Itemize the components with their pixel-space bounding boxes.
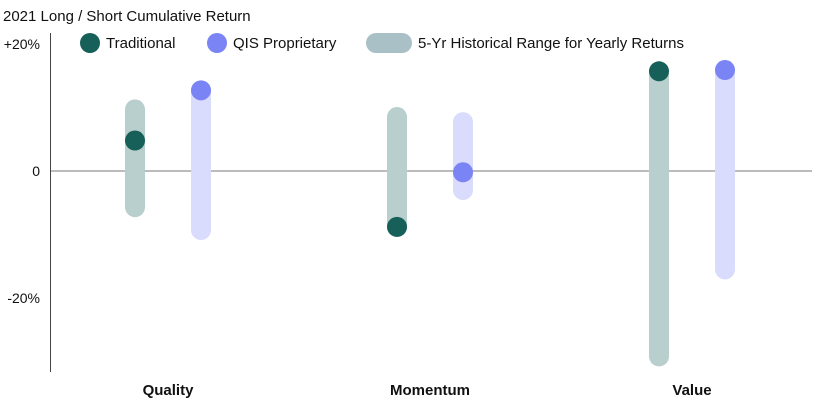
range-bars — [125, 60, 735, 367]
y-tick-label: 0 — [32, 163, 40, 179]
x-tick-label: Momentum — [390, 382, 470, 399]
data-point — [125, 130, 145, 151]
data-point — [191, 80, 211, 101]
x-tick-label: Value — [672, 382, 711, 399]
legend-label-qis: QIS Proprietary — [233, 35, 337, 52]
y-tick-label: -20% — [7, 290, 40, 306]
data-points — [125, 60, 735, 237]
legend-marker-qis — [207, 33, 227, 53]
legend: Traditional QIS Proprietary 5-Yr Historica… — [80, 33, 684, 53]
data-point — [649, 61, 669, 82]
y-tick-label: +20% — [4, 36, 40, 52]
chart-title: 2021 Long / Short Cumulative Return — [3, 8, 251, 25]
x-tick-label: Quality — [143, 382, 195, 399]
data-point — [387, 216, 407, 237]
data-point — [715, 60, 735, 81]
legend-marker-traditional — [80, 33, 100, 53]
legend-label-range: 5-Yr Historical Range for Yearly Returns — [418, 35, 684, 52]
legend-label-traditional: Traditional — [106, 35, 175, 52]
y-axis-ticks: +20% 0 -20% — [4, 36, 40, 306]
data-point — [453, 162, 473, 183]
x-axis-ticks: Quality Momentum Value — [143, 382, 712, 399]
